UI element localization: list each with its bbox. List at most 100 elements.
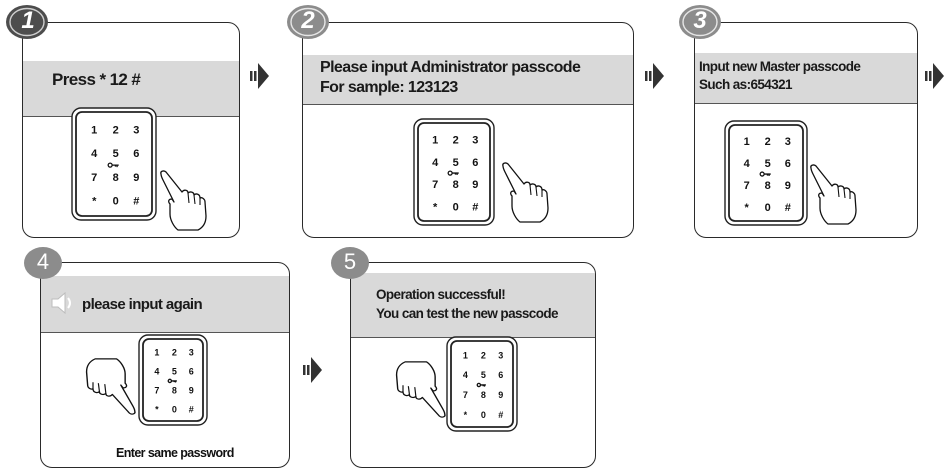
hand-finger-lines <box>92 382 107 394</box>
key-icon <box>107 162 119 168</box>
keypad-key-9: 9 <box>498 390 503 400</box>
keypad-key-9: 9 <box>133 172 139 184</box>
keypad-key-9: 9 <box>472 179 478 191</box>
hand-outline <box>160 170 207 231</box>
keypad-key-8: 8 <box>453 179 459 191</box>
step-4-badge <box>24 247 62 279</box>
keypad-key-1: 1 <box>744 136 750 148</box>
keypad-key-0: 0 <box>481 410 486 420</box>
keypad-key-2: 2 <box>481 350 486 360</box>
step-4-instruction-band <box>41 276 289 333</box>
pointing-hand-icon <box>78 357 138 415</box>
keypad-inner-frame <box>728 124 804 222</box>
keypad-inner-frame <box>142 338 204 422</box>
flow-arrow-icon <box>925 63 944 89</box>
keypad-inner-frame <box>450 340 514 428</box>
hand-outline <box>395 361 446 418</box>
keypad-key-6: 6 <box>472 157 478 169</box>
keypad-key-7: 7 <box>463 390 468 400</box>
step-4-instruction: please input again <box>82 296 203 313</box>
step-3-number: 3 <box>693 7 707 34</box>
step-3-line-2: Such as:654321 <box>699 77 793 92</box>
key-icon <box>759 171 771 177</box>
keypad-key-4: 4 <box>91 148 98 160</box>
keypad-key-2: 2 <box>113 125 119 137</box>
keypad-key-0: 0 <box>453 201 459 213</box>
pointing-hand-icon <box>388 360 448 418</box>
keypad-key-3: 3 <box>133 125 139 137</box>
hand-drawing <box>85 358 136 415</box>
step-4-caption: Enter same password <box>116 446 234 460</box>
keypad-key-hash: # <box>785 202 791 214</box>
step-4-line-1: please input again <box>82 296 203 313</box>
step-5-line-1: Operation successful! <box>376 287 506 302</box>
keypad-key-8: 8 <box>172 386 177 396</box>
step-1-instruction: Press * 12 # <box>52 70 141 90</box>
keypad-key-5: 5 <box>172 367 177 377</box>
hand-outline <box>810 164 857 225</box>
keypad-key-6: 6 <box>189 367 194 377</box>
hand-outline <box>502 162 549 223</box>
step-2-line-2: For sample: 123123 <box>320 79 458 96</box>
keypad-key-0: 0 <box>113 195 119 207</box>
step-5-number: 5 <box>343 249 357 274</box>
step-5-badge <box>331 247 369 279</box>
keypad-key-7: 7 <box>91 172 97 184</box>
step-5-instruction: Operation successful! You can test the n… <box>376 285 559 323</box>
step-5-panel <box>350 262 596 468</box>
step-3-instruction: Input new Master passcode Such as:654321 <box>699 58 861 94</box>
keypad-key-9: 9 <box>189 386 194 396</box>
keypad-key-1: 1 <box>463 350 468 360</box>
keypad-key-3: 3 <box>472 134 478 146</box>
keypad-key-5: 5 <box>765 158 771 170</box>
keypad-key-2: 2 <box>172 348 177 358</box>
keypad-key-star: * <box>92 195 97 207</box>
step-2-line-1: Please input Administrator passcode <box>320 59 581 76</box>
step-5-line-2: You can test the new passcode <box>376 306 559 321</box>
keypad-key-0: 0 <box>765 202 771 214</box>
step-2-badge <box>287 5 329 39</box>
keypad-key-hash: # <box>472 201 478 213</box>
keypad-key-5: 5 <box>481 370 486 380</box>
keypad-key-8: 8 <box>113 172 119 184</box>
keypad-key-4: 4 <box>744 158 751 170</box>
keypad-key-4: 4 <box>432 157 439 169</box>
hand-drawing <box>810 164 857 225</box>
keypad-key-6: 6 <box>785 158 791 170</box>
keypad-key-4: 4 <box>463 370 468 380</box>
keypad-key-5: 5 <box>453 157 459 169</box>
keypad-key-8: 8 <box>481 390 486 400</box>
keypad-key-star: * <box>433 201 438 213</box>
keypad-key-star: * <box>155 405 159 415</box>
keypad-key-star: * <box>464 410 468 420</box>
hand-outline <box>85 358 136 415</box>
keypad-key-1: 1 <box>432 134 438 146</box>
hand-drawing <box>502 162 549 223</box>
step-1-number: 1 <box>21 7 35 34</box>
keypad-key-0: 0 <box>172 405 177 415</box>
hand-finger-lines <box>837 186 851 199</box>
step-4-number: 4 <box>36 249 50 274</box>
step-3-instruction-band <box>695 53 917 104</box>
keypad-key-hash: # <box>498 410 503 420</box>
speaker-icon <box>51 291 71 315</box>
step-1-badge <box>6 5 48 39</box>
keypad-inner-frame <box>75 111 153 217</box>
keypad-key-2: 2 <box>453 134 459 146</box>
keypad-key-3: 3 <box>785 136 791 148</box>
keypad-key-8: 8 <box>765 180 771 192</box>
key-icon <box>447 170 459 176</box>
keypad-key-7: 7 <box>154 386 159 396</box>
hand-finger-lines <box>529 184 543 197</box>
step-2-instruction-band <box>303 55 633 105</box>
hand-finger-lines <box>402 385 417 397</box>
key-icon <box>167 378 177 384</box>
keypad-key-hash: # <box>133 195 139 207</box>
